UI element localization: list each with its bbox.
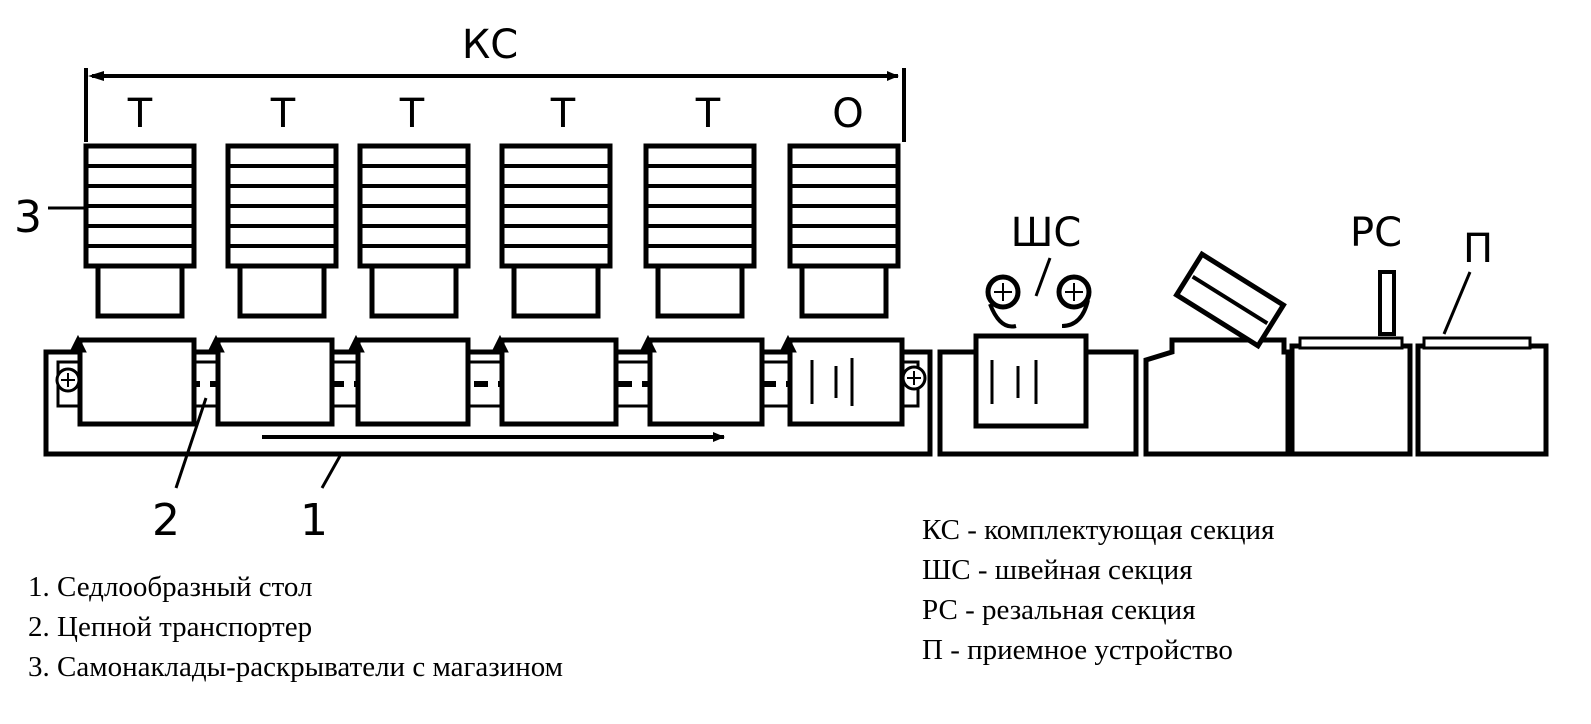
legend-section-rs: РС - резальная секция bbox=[922, 594, 1196, 626]
ks-dimension: КС bbox=[84, 22, 906, 142]
callout-3-number: 3 bbox=[14, 192, 42, 243]
conveyor-carriage bbox=[779, 334, 905, 427]
feeder-letter-3: Т bbox=[399, 91, 425, 137]
chain-conveyor-carriages bbox=[69, 334, 905, 427]
conveyor-carriage bbox=[491, 334, 619, 427]
legend-item-3: 3. Самонаклады-раскрыватели с магазином bbox=[28, 651, 564, 683]
callout-2-number: 2 bbox=[152, 495, 180, 546]
feeder-letter-6: О bbox=[832, 91, 863, 137]
feeder-unit bbox=[787, 143, 901, 319]
callout-3: 3 bbox=[14, 192, 86, 243]
feeder-letters: Т Т Т Т Т О bbox=[127, 91, 864, 137]
feeder-units bbox=[83, 143, 901, 319]
legend-section-ks: КС - комплектующая секция bbox=[922, 514, 1275, 546]
legend-item-2: 2. Цепной транспортер bbox=[28, 611, 313, 643]
feeder-letter-1: Т bbox=[127, 91, 153, 137]
legend-item-1: 1. Седлообразный стол bbox=[28, 571, 313, 603]
legend-section-p: П - приемное устройство bbox=[922, 634, 1233, 666]
feeder-letter-4: Т bbox=[550, 91, 576, 137]
stitching-section: ШС bbox=[937, 210, 1139, 457]
conveyor-carriage bbox=[69, 334, 197, 427]
cutting-label: РС bbox=[1350, 210, 1402, 256]
conveyor-carriage bbox=[639, 334, 765, 427]
ks-label: КС bbox=[462, 22, 518, 68]
legend-parts: 1. Седлообразный стол 2. Цепной транспор… bbox=[28, 567, 563, 687]
conveyor-carriage bbox=[207, 334, 335, 427]
feeder-unit bbox=[499, 143, 613, 319]
callout-1: 1 bbox=[300, 455, 342, 546]
cutting-section: РС bbox=[1289, 210, 1413, 457]
callout-1-number: 1 bbox=[300, 495, 328, 546]
legend-section-shs: ШС - швейная секция bbox=[922, 554, 1193, 586]
feeder-unit bbox=[83, 143, 197, 319]
feeder-unit bbox=[225, 143, 339, 319]
feeder-letter-5: Т bbox=[695, 91, 721, 137]
stitching-label: ШС bbox=[1011, 210, 1082, 256]
receiving-section: П bbox=[1415, 226, 1549, 457]
callout-2: 2 bbox=[152, 397, 208, 546]
cover-feeder-section bbox=[1143, 250, 1291, 457]
feeder-letter-2: Т bbox=[270, 91, 296, 137]
feeder-unit bbox=[643, 143, 757, 319]
legend-sections: КС - комплектующая секция ШС - швейная с… bbox=[922, 510, 1274, 670]
receiving-label: П bbox=[1463, 226, 1493, 272]
feeder-unit bbox=[357, 143, 471, 319]
conveyor-carriage bbox=[347, 334, 471, 427]
